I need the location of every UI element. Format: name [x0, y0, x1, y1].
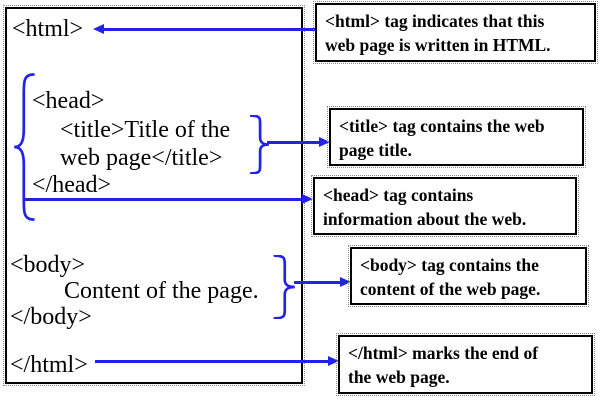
code-line-body-content: Content of the page. [64, 278, 259, 304]
arrow-line [95, 360, 330, 363]
code-panel: <html> <head> <title>Title of the web pa… [3, 5, 305, 386]
arrow-right-head-icon [340, 277, 351, 287]
arrow-right-head-icon [328, 356, 339, 366]
note-line: page title. [339, 140, 412, 160]
code-line-title-open: <title>Title of the [60, 117, 231, 143]
note-line: content of the web page. [360, 279, 541, 299]
code-line-html-close: </html> [10, 352, 88, 378]
note-line: <head> tag contains [323, 185, 474, 205]
note-line: </html> marks the end of [348, 343, 539, 363]
note-line: web page is written in HTML. [325, 35, 551, 55]
note-line: information about the web. [323, 209, 527, 229]
note-line: <title> tag contains the web [339, 116, 545, 136]
note-line: the web page. [348, 367, 450, 387]
note-line: <html> tag indicates that this [325, 11, 545, 31]
note-html-tag: <html> tag indicates that this web page … [313, 1, 598, 64]
head-section-brace-icon [13, 73, 37, 221]
arrow-line [294, 281, 342, 284]
note-line: <body> tag contains the [360, 255, 539, 275]
arrow-line [103, 28, 315, 31]
body-section-brace-icon [271, 255, 296, 319]
note-title-tag: <title> tag contains the web page title. [327, 106, 586, 168]
title-lines-brace-icon [248, 115, 270, 174]
code-line-head-close: </head> [32, 172, 112, 198]
note-html-close-tag: </html> marks the end of the web page. [336, 333, 595, 396]
code-line-body-close: </body> [10, 304, 92, 330]
arrow-right-head-icon [302, 194, 313, 204]
code-line-body-open: <body> [10, 252, 86, 278]
note-body-tag: <body> tag contains the content of the w… [348, 245, 589, 307]
code-line-html-open: <html> [12, 16, 84, 42]
arrow-right-head-icon [319, 137, 330, 147]
code-line-head-open: <head> [32, 88, 105, 114]
arrow-line [267, 141, 320, 144]
code-line-title-close: web page</title> [60, 145, 223, 171]
arrow-line [24, 198, 304, 201]
note-head-tag: <head> tag contains information about th… [311, 175, 579, 237]
arrow-left-head-icon [93, 24, 104, 34]
